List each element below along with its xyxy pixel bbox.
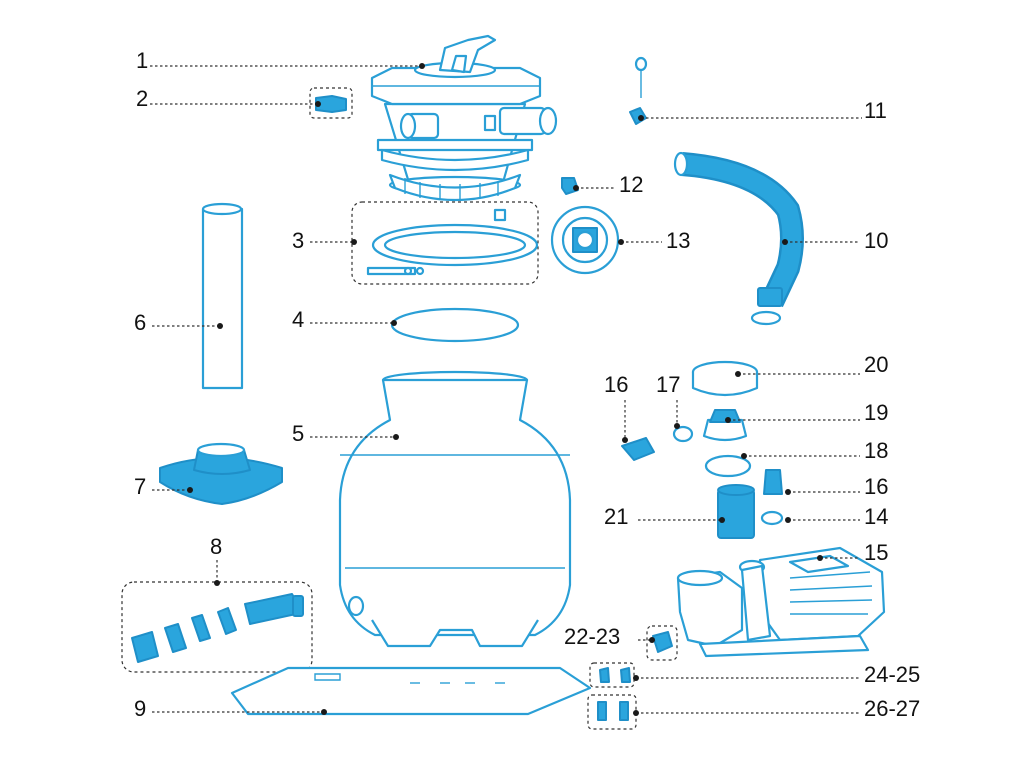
- label-19: 19: [864, 400, 888, 425]
- label-6: 6: [134, 310, 146, 335]
- label-2: 2: [136, 86, 148, 111]
- label-22-23: 22-23: [564, 624, 620, 649]
- strainer-lid: [691, 360, 759, 397]
- clamp-band: [351, 201, 539, 285]
- fitting-kit: [121, 581, 313, 673]
- label-1: 1: [136, 48, 148, 73]
- gauge-plug: [309, 87, 353, 119]
- label-15: 15: [864, 540, 888, 565]
- label-16-right: 16: [864, 474, 888, 499]
- label-24-25: 24-25: [864, 662, 920, 687]
- label-21: 21: [604, 504, 628, 529]
- filter-tank: [338, 370, 572, 648]
- pump-drain-plug: [646, 625, 678, 661]
- pump-motor: [676, 546, 886, 658]
- label-20: 20: [864, 352, 888, 377]
- hose-adapter-right: [763, 469, 783, 495]
- center-pipe: [201, 202, 244, 390]
- label-18: 18: [864, 438, 888, 463]
- small-o-ring: [672, 425, 694, 443]
- label-13: 13: [666, 228, 690, 253]
- multiport-valve: [370, 34, 558, 202]
- label-26-27: 26-27: [864, 696, 920, 721]
- connection-hose: [673, 151, 804, 326]
- label-7: 7: [134, 474, 146, 499]
- label-17: 17: [656, 372, 680, 397]
- filter-cartridge: [717, 484, 755, 539]
- pump-bolts: [589, 662, 635, 688]
- lid-valve: [702, 409, 748, 442]
- lateral-hub: [159, 442, 283, 505]
- label-11: 11: [864, 98, 887, 123]
- label-10: 10: [864, 228, 888, 253]
- tank-o-ring: [390, 307, 520, 343]
- label-9: 9: [134, 696, 146, 721]
- leader-lines: [150, 63, 862, 716]
- label-5: 5: [292, 421, 304, 446]
- pump-o-ring: [704, 454, 752, 478]
- base-plate: [230, 666, 592, 716]
- label-16-left: 16: [604, 372, 628, 397]
- label-3: 3: [292, 228, 304, 253]
- label-4: 4: [292, 307, 304, 332]
- hose-adapter-left: [621, 437, 655, 461]
- adapter-ring: [760, 510, 784, 526]
- part-labels: 1 2 3 4 5 6 7 8 9 10 11 12 13 14 15 16 1…: [134, 48, 920, 721]
- drain-plug: [629, 56, 648, 125]
- strainer-cover: [550, 205, 620, 275]
- label-8: 8: [210, 534, 222, 559]
- label-14: 14: [864, 504, 888, 529]
- label-12: 12: [619, 172, 643, 197]
- pump-screws: [587, 694, 637, 730]
